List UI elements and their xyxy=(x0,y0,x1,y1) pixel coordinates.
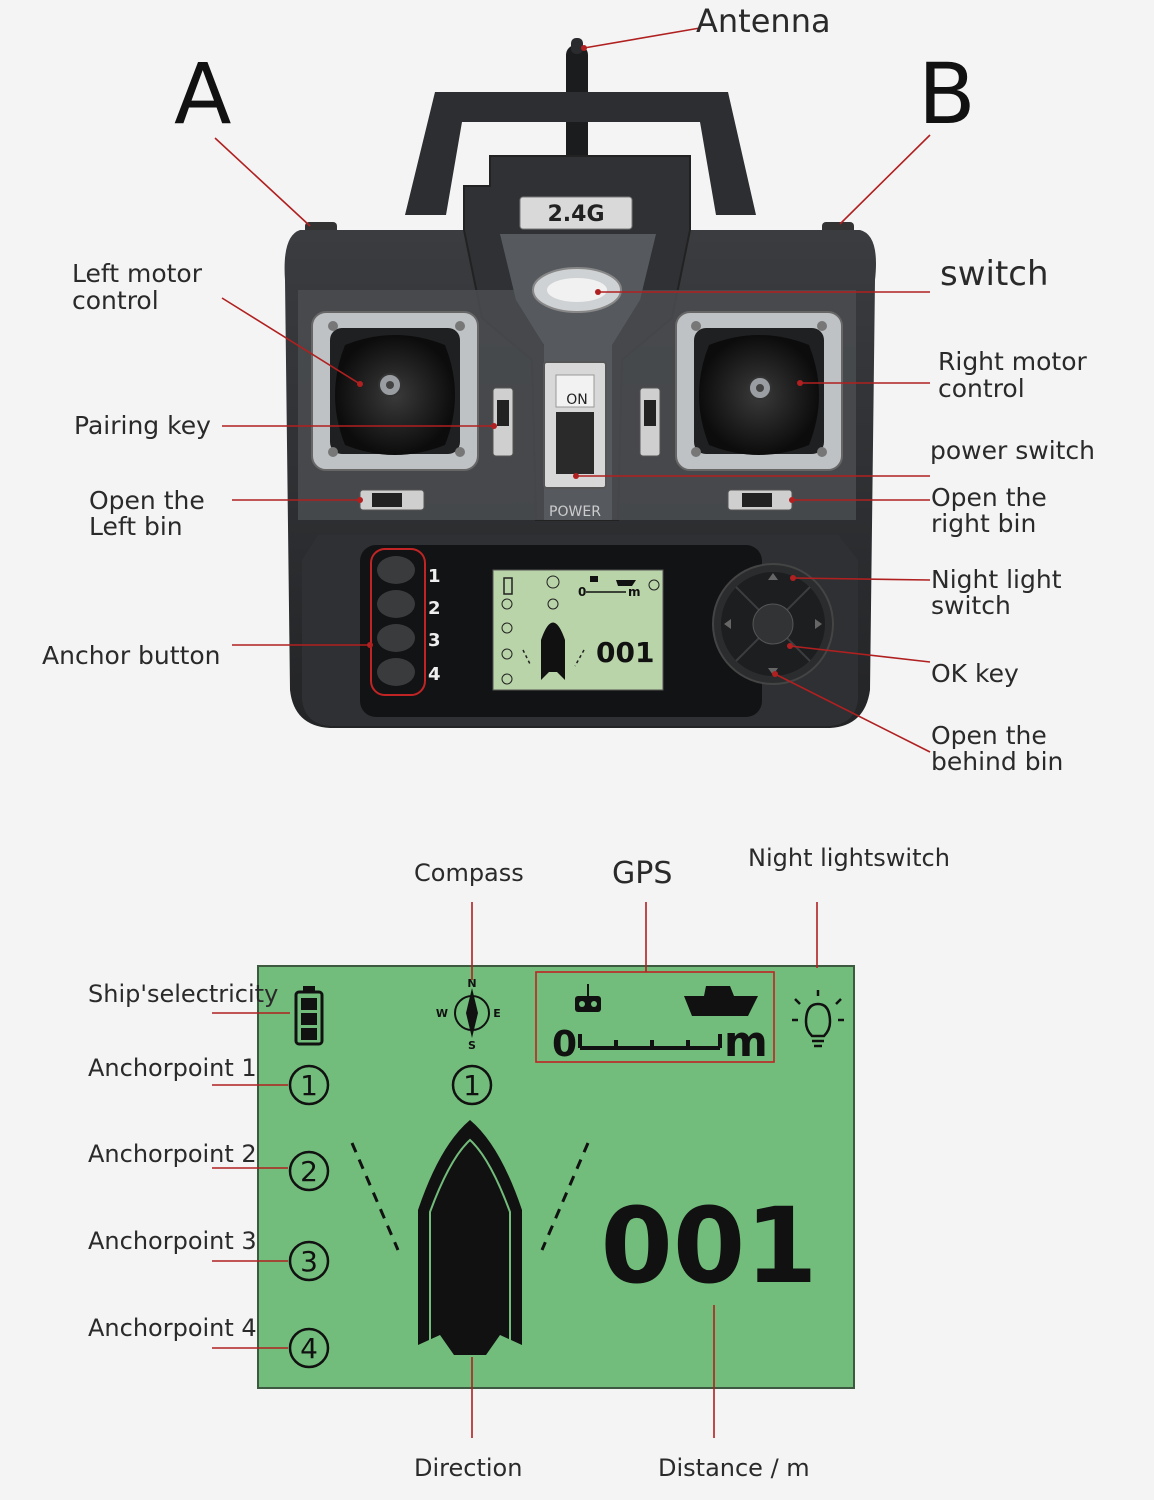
mini-lcd-unit: m xyxy=(628,585,641,599)
carry-handle xyxy=(405,92,756,215)
controller-callouts xyxy=(214,27,931,753)
anchor-num-3: 3 xyxy=(428,630,441,651)
svg-text:W: W xyxy=(436,1007,448,1020)
anchor-buttons[interactable] xyxy=(370,548,426,696)
letter-b: B xyxy=(918,45,976,143)
compass-label: Compass xyxy=(414,859,524,887)
mini-lcd: 0 m 001 xyxy=(492,569,664,691)
gps-indicator: 0 m xyxy=(535,971,775,1066)
distance-value: 001 xyxy=(600,1185,817,1307)
gps-label: GPS xyxy=(612,856,673,891)
svg-text:E: E xyxy=(493,1007,501,1020)
anchor-num-1: 1 xyxy=(428,566,441,587)
controller: 2.4G xyxy=(284,38,877,728)
power-switch-label: power switch xyxy=(930,436,1096,465)
badge-text: 2.4G xyxy=(547,202,604,227)
left-stick[interactable] xyxy=(311,311,479,471)
direction-boat-icon xyxy=(350,1120,590,1355)
distance-label: Distance / m xyxy=(658,1454,810,1482)
battery-icon xyxy=(294,986,324,1046)
lcd-night-light-label: Night lightswitch xyxy=(748,844,950,872)
antenna-label: Antenna xyxy=(696,2,831,40)
anchor-point-1-label: Anchorpoint 1 xyxy=(88,1054,257,1082)
bulb-icon xyxy=(792,990,844,1048)
ok-key-label: OK key xyxy=(931,659,1019,688)
transmitter-icon xyxy=(575,996,601,1012)
compass-icon: N S E W xyxy=(436,977,501,1052)
anchor-glyph-2: 2 xyxy=(300,1155,318,1188)
badge-2-4g xyxy=(519,196,633,230)
boat-icon xyxy=(684,986,758,1016)
anchor-point-3-label: Anchorpoint 3 xyxy=(88,1227,257,1255)
ship-electricity-label: Ship'selectricity xyxy=(88,980,279,1008)
pairing-key-label: Pairing key xyxy=(74,411,211,440)
lcd-callouts xyxy=(212,902,818,1438)
anchor-num-4: 4 xyxy=(428,664,441,685)
anchor-num-2: 2 xyxy=(428,598,441,619)
direction-label: Direction xyxy=(414,1454,523,1482)
gps-unit: m xyxy=(724,1017,768,1066)
mini-lcd-zero: 0 xyxy=(578,585,586,599)
gps-zero: 0 xyxy=(552,1024,577,1065)
switch-label: switch xyxy=(940,254,1049,294)
anchor-glyph-3: 3 xyxy=(300,1245,318,1278)
mini-lcd-value: 001 xyxy=(596,636,654,669)
anchor-button-label: Anchor button xyxy=(42,641,221,670)
selected-anchor-glyph: 1 xyxy=(463,1069,481,1102)
letter-a: A xyxy=(174,45,232,143)
power-text: POWER xyxy=(549,504,601,520)
lcd-screen: 1 2 3 4 1 N S E W 0 m xyxy=(257,965,855,1389)
anchor-point-4-label: Anchorpoint 4 xyxy=(88,1314,257,1342)
d-pad[interactable] xyxy=(712,563,834,685)
anchor-glyph-4: 4 xyxy=(300,1332,318,1365)
svg-text:S: S xyxy=(468,1039,476,1052)
controller-callout-dots xyxy=(357,45,803,677)
ok-key xyxy=(752,603,794,645)
svg-text:N: N xyxy=(467,977,476,990)
power-on-text: ON xyxy=(566,392,588,408)
right-stick[interactable] xyxy=(675,311,843,471)
anchor-point-icons xyxy=(288,1064,493,1369)
power-switch[interactable]: ON POWER xyxy=(543,361,607,520)
anchor-glyph-1: 1 xyxy=(300,1069,318,1102)
anchor-point-2-label: Anchorpoint 2 xyxy=(88,1140,257,1168)
